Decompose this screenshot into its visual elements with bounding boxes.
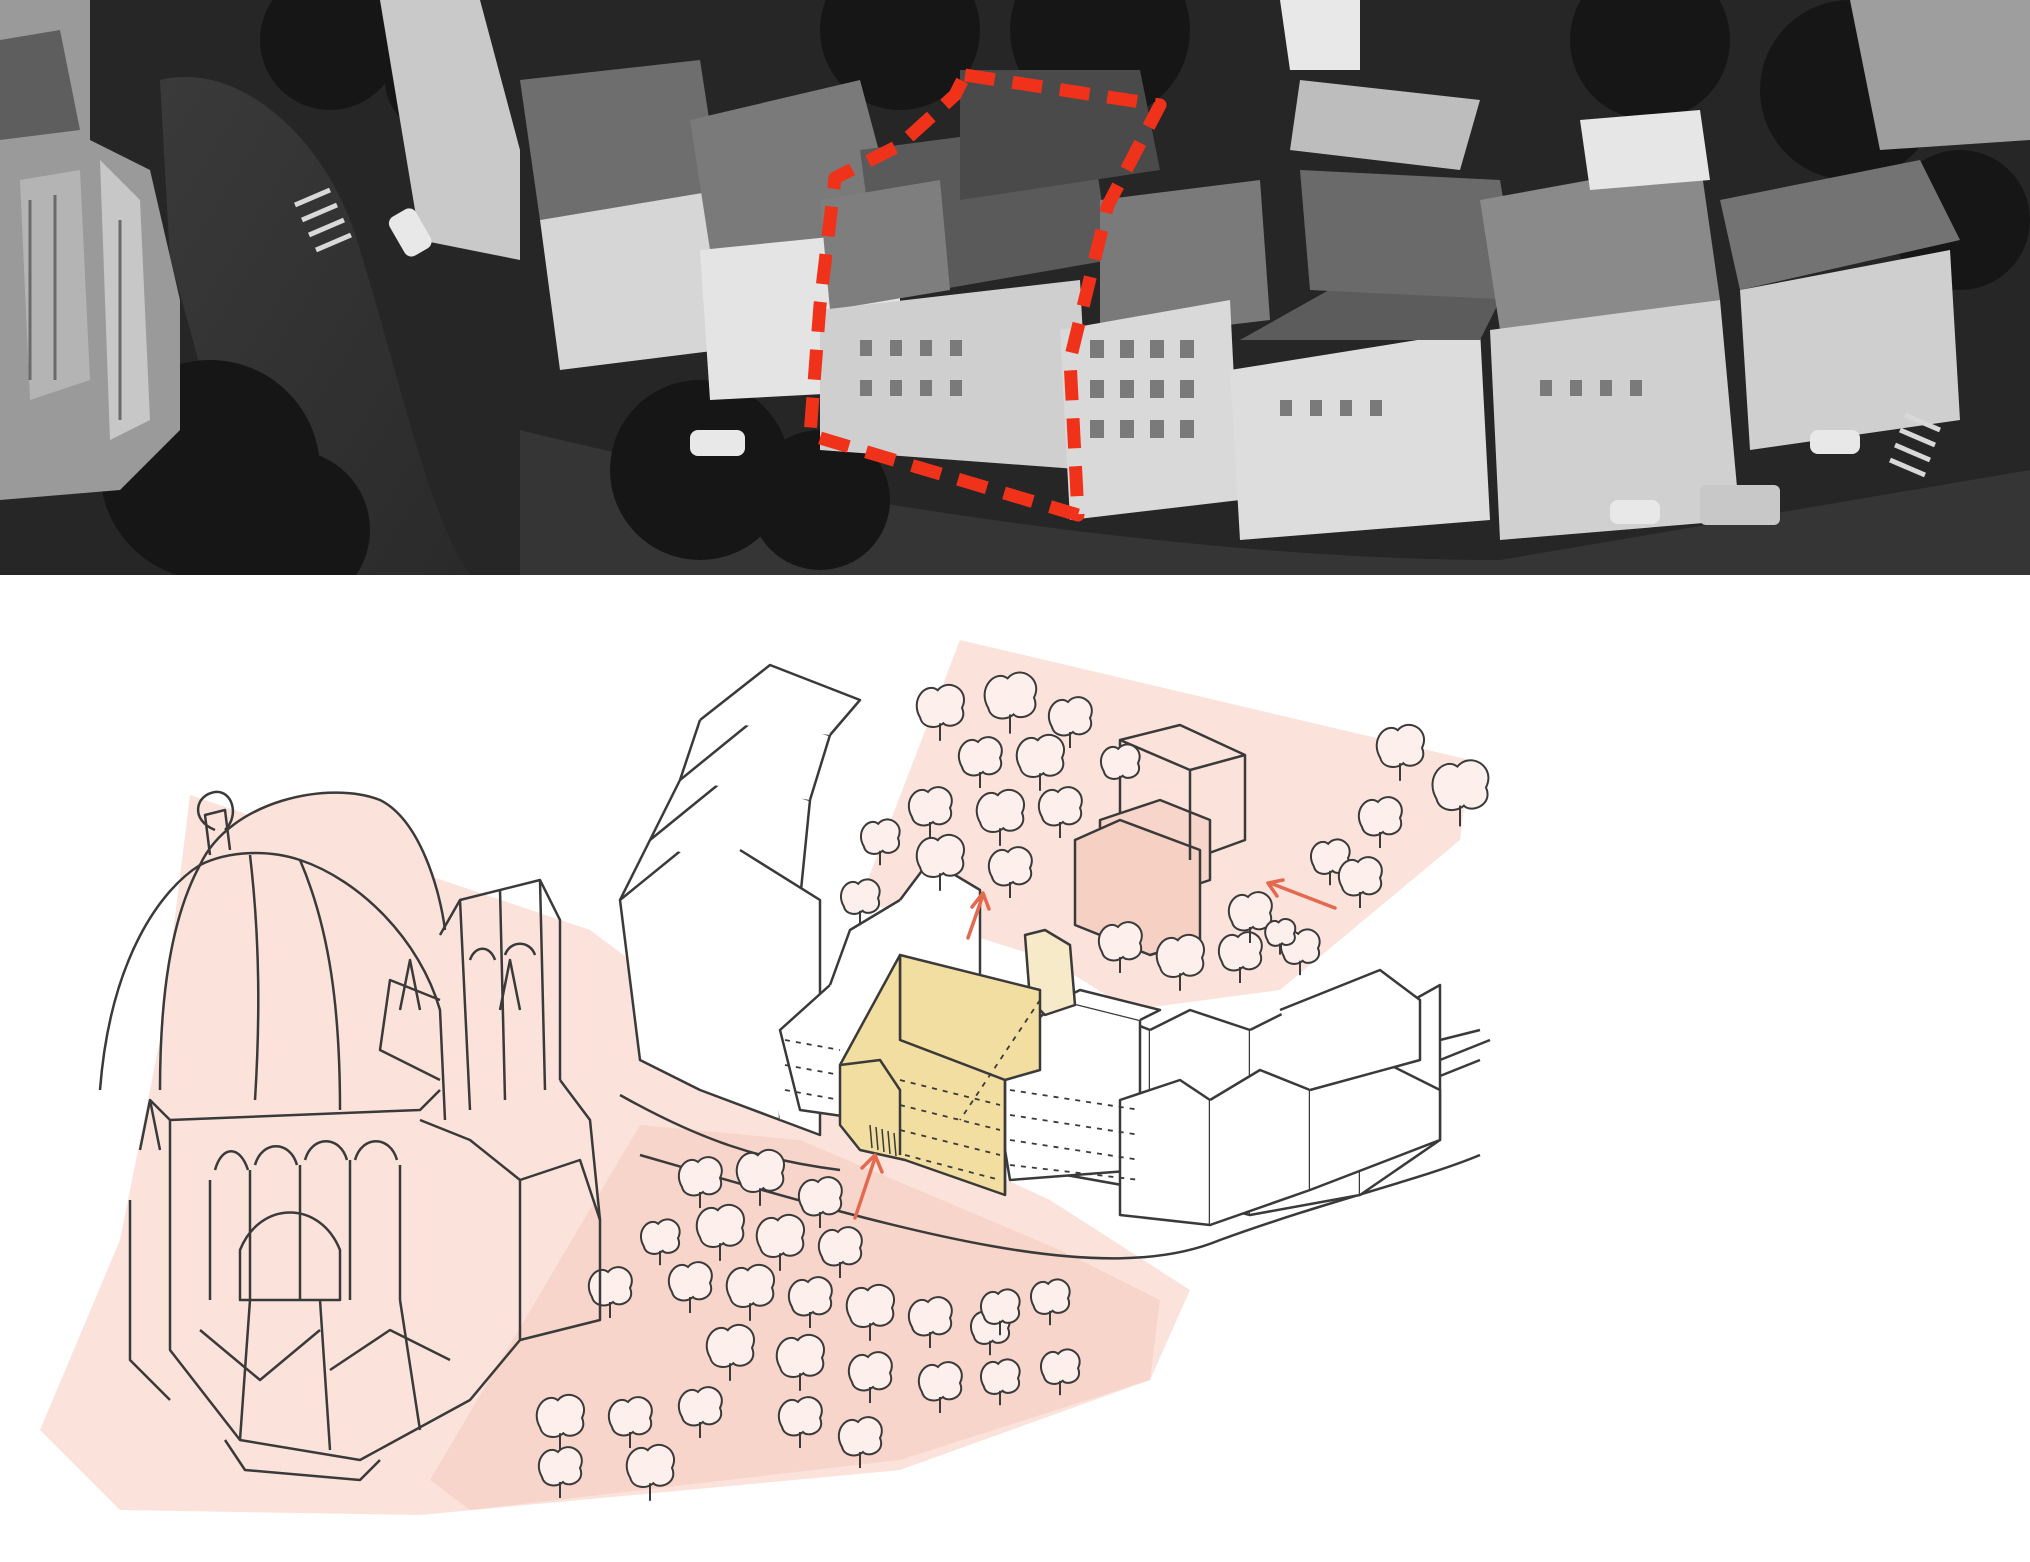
axonometric-sketch (0, 575, 2030, 1562)
aerial-photo (0, 0, 2030, 575)
right-building-row (1120, 970, 1440, 1225)
axonometric-sketch-panel (0, 575, 2030, 1562)
aerial-photo-panel (0, 0, 2030, 575)
